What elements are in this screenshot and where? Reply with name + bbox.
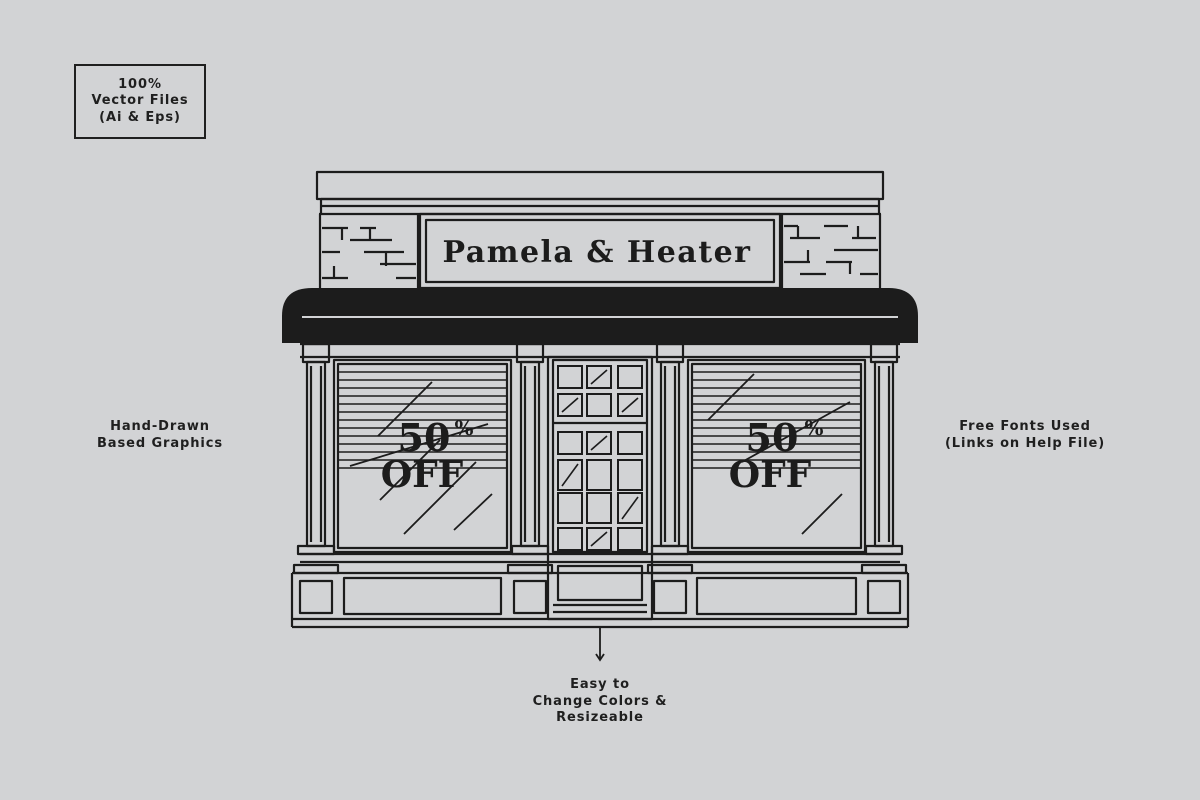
badge-line-1: 100% [118, 76, 162, 92]
right-sale-percent: 50 [746, 415, 799, 460]
right-sale-off: OFF [729, 454, 812, 496]
door-panes [557, 365, 643, 551]
easy-change-caption: Easy to Change Colors & Resizeable [500, 677, 700, 727]
door-pane [557, 527, 583, 551]
storefront-frame [290, 342, 910, 629]
door-pane [586, 492, 612, 524]
door-pane [586, 431, 612, 455]
brick-wall-left [318, 214, 420, 290]
pilaster-2 [506, 342, 554, 615]
shop-sign-text: Pamela & Heater [443, 235, 752, 270]
hand-drawn-caption: Hand-Drawn Based Graphics [80, 419, 240, 452]
door-pane [557, 393, 583, 417]
roof-cornice [315, 170, 885, 216]
brick-wall-right [780, 214, 882, 290]
door-pane [557, 431, 583, 455]
right-window [686, 358, 867, 554]
pilaster-4 [860, 342, 908, 615]
door-pane [617, 431, 643, 455]
badge-line-3: (Ai & Eps) [99, 109, 181, 125]
left-window [332, 358, 513, 554]
door-pane [617, 365, 643, 389]
free-fonts-line-1: Free Fonts Used [959, 419, 1091, 434]
right-sale-symbol: % [804, 416, 823, 440]
badge-line-2: Vector Files [91, 93, 189, 109]
door-pane-glare [561, 397, 579, 413]
hand-drawn-line-2: Based Graphics [97, 435, 223, 451]
door-pane [617, 393, 643, 417]
shop-door [546, 355, 654, 621]
awning [282, 288, 918, 343]
left-sale-symbol: % [454, 416, 473, 440]
door-pane [586, 459, 612, 491]
door-pane [557, 492, 583, 524]
door-pane [557, 459, 583, 491]
hand-drawn-line-1: Hand-Drawn [110, 419, 210, 434]
lower-panels [342, 576, 858, 616]
pilaster-1 [292, 342, 340, 615]
door-pane [617, 527, 643, 551]
pilaster-3 [646, 342, 694, 615]
door-pane [617, 459, 643, 491]
easy-change-line-1: Easy to [570, 677, 630, 692]
easy-change-line-3: Resizeable [556, 710, 644, 725]
door-pane-glare [590, 435, 608, 451]
door-pane-glare [621, 496, 639, 520]
free-fonts-caption: Free Fonts Used (Links on Help File) [930, 419, 1120, 452]
door-pane [586, 393, 612, 417]
left-sale-off: OFF [381, 454, 464, 496]
door-pane-glare [561, 463, 579, 487]
free-fonts-line-2: (Links on Help File) [944, 435, 1106, 451]
door-pane-glare [590, 369, 608, 385]
arrow-down-icon [595, 628, 605, 662]
easy-change-line-2: Change Colors & [532, 693, 668, 709]
door-pane-glare [590, 531, 608, 547]
door-pane [586, 365, 612, 389]
door-pane [557, 365, 583, 389]
door-pane-glare [621, 397, 639, 413]
left-sale-percent: 50 [398, 415, 451, 460]
door-pane [586, 527, 612, 551]
vector-files-badge: 100% Vector Files (Ai & Eps) [74, 64, 206, 139]
door-pane [617, 492, 643, 524]
